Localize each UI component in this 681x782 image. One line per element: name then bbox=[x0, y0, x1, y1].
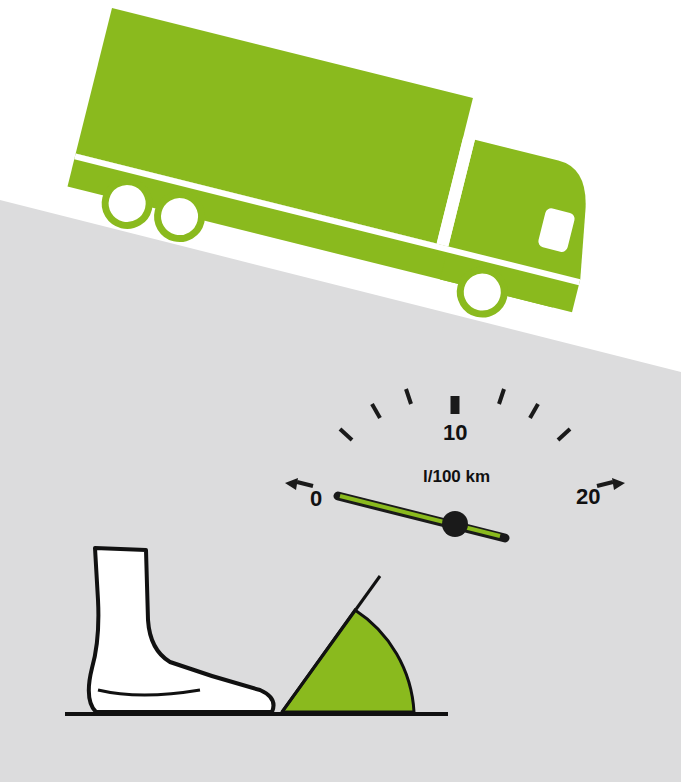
gauge-ticks bbox=[297, 389, 613, 486]
pedal-lever bbox=[282, 576, 380, 712]
truck bbox=[62, 8, 617, 336]
gauge-needle bbox=[338, 496, 505, 538]
scale-number: 0 bbox=[310, 488, 322, 510]
scale-arrow bbox=[285, 478, 298, 490]
downhill-slope bbox=[0, 200, 681, 782]
scale-number: 20 bbox=[576, 486, 600, 508]
accelerator-pedal bbox=[282, 610, 414, 712]
scale-arrow bbox=[612, 478, 625, 490]
unit-label: l/100 km bbox=[423, 468, 490, 485]
shoe-line bbox=[98, 690, 200, 695]
foot bbox=[89, 548, 274, 712]
scale-number: 10 bbox=[443, 422, 467, 444]
